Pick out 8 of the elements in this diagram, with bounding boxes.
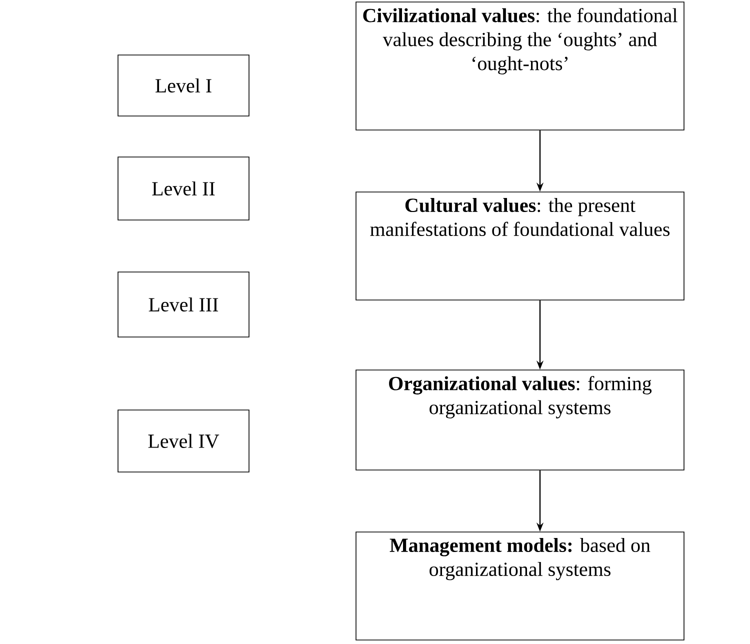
level-box: Level IV (118, 410, 250, 472)
description-box: Civilizational values: the foundational values describing the ‘oughts’ and ‘ought-nots’ (356, 2, 684, 130)
description-box: Cultural values: the present manifestations of foundational values (356, 192, 684, 300)
level-box: Level I (118, 54, 250, 116)
description-box: Organizational values: forming organizational systems (356, 370, 684, 470)
description-box: Management models: based on organizational systems (356, 532, 684, 640)
level-box: Level III (118, 272, 250, 338)
level-box: Level II (118, 156, 250, 220)
